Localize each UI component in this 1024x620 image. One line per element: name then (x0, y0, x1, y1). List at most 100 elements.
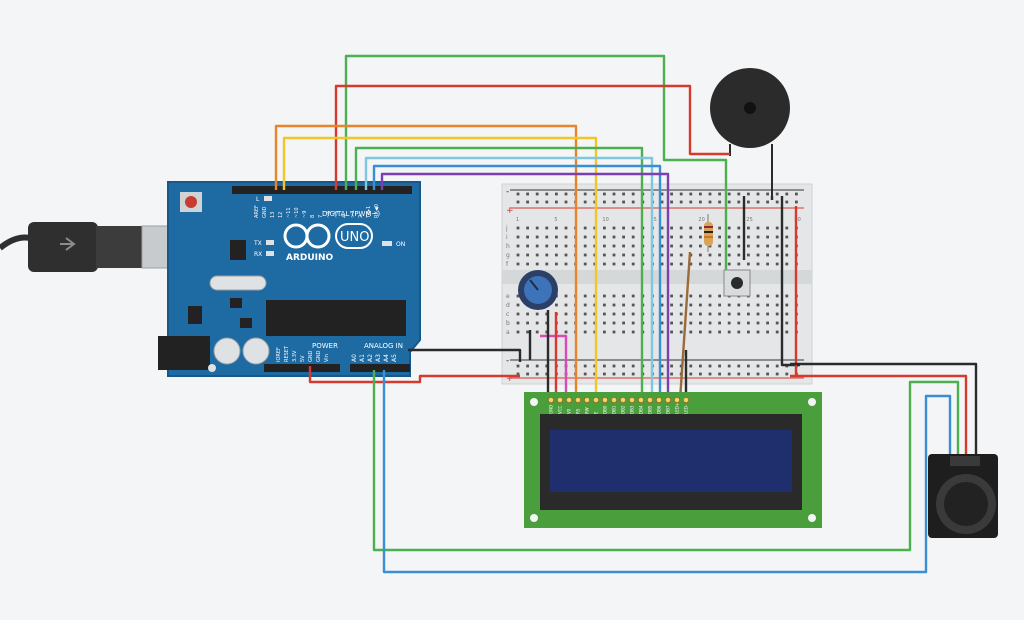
rail-hole[interactable] (718, 364, 721, 368)
hole[interactable] (631, 262, 635, 266)
hole[interactable] (679, 244, 683, 248)
rail-hole[interactable] (775, 192, 779, 196)
rail-hole[interactable] (670, 200, 673, 204)
rail-hole[interactable] (756, 364, 760, 368)
hole[interactable] (689, 312, 693, 316)
wire-red-buzzer[interactable] (334, 84, 730, 190)
hole[interactable] (718, 312, 721, 316)
hole[interactable] (670, 312, 673, 316)
lcd-pin[interactable] (556, 396, 564, 404)
hole[interactable] (747, 262, 750, 266)
hole[interactable] (545, 244, 549, 248)
rail-hole[interactable] (660, 364, 664, 368)
hole[interactable] (545, 253, 549, 257)
hole[interactable] (785, 244, 789, 248)
wire-red-5v[interactable] (308, 366, 520, 384)
hole[interactable] (535, 321, 539, 325)
hole[interactable] (583, 226, 587, 230)
hole[interactable] (679, 294, 683, 298)
rail-hole[interactable] (727, 192, 731, 196)
hole[interactable] (670, 226, 673, 230)
hole[interactable] (766, 321, 769, 325)
hole[interactable] (622, 294, 625, 298)
hole[interactable] (775, 262, 779, 266)
hole[interactable] (631, 235, 635, 239)
hole[interactable] (564, 303, 568, 307)
hole[interactable] (785, 294, 789, 298)
hole[interactable] (583, 253, 587, 257)
hole[interactable] (747, 312, 750, 316)
hole[interactable] (516, 303, 520, 307)
hole[interactable] (727, 303, 731, 307)
hole[interactable] (622, 321, 625, 325)
hole[interactable] (718, 330, 721, 334)
rail-hole[interactable] (545, 200, 549, 204)
hole[interactable] (737, 235, 741, 239)
hole[interactable] (766, 226, 769, 230)
rail-hole[interactable] (727, 364, 731, 368)
rail-hole[interactable] (747, 372, 750, 376)
hole[interactable] (631, 244, 635, 248)
rail-hole[interactable] (747, 200, 750, 204)
rail-hole[interactable] (727, 372, 731, 376)
rail-hole[interactable] (708, 372, 712, 376)
rail-hole[interactable] (612, 364, 616, 368)
hole[interactable] (766, 235, 769, 239)
rail-hole[interactable] (583, 364, 587, 368)
hole[interactable] (699, 330, 702, 334)
hole[interactable] (775, 244, 779, 248)
hole[interactable] (737, 321, 741, 325)
rail-hole[interactable] (526, 372, 529, 376)
rail-hole[interactable] (583, 372, 587, 376)
rail-hole[interactable] (603, 372, 606, 376)
hole[interactable] (747, 244, 750, 248)
hole[interactable] (775, 226, 779, 230)
rail-hole[interactable] (737, 364, 741, 368)
rail-hole[interactable] (766, 200, 769, 204)
hole[interactable] (660, 303, 664, 307)
rail-hole[interactable] (555, 192, 558, 196)
hole[interactable] (670, 330, 673, 334)
wires[interactable] (274, 54, 978, 574)
hole[interactable] (699, 321, 702, 325)
hole[interactable] (785, 262, 789, 266)
rail-hole[interactable] (545, 192, 549, 196)
rail-hole[interactable] (622, 192, 625, 196)
hole[interactable] (603, 253, 606, 257)
hole[interactable] (775, 253, 779, 257)
hole[interactable] (689, 262, 693, 266)
hole[interactable] (679, 253, 683, 257)
hole[interactable] (660, 312, 664, 316)
hole[interactable] (737, 330, 741, 334)
wire-black-gnd[interactable] (408, 348, 522, 362)
hole[interactable] (564, 321, 568, 325)
hole[interactable] (708, 253, 712, 257)
hole[interactable] (737, 312, 741, 316)
hole[interactable] (756, 262, 760, 266)
hole[interactable] (699, 235, 702, 239)
rail-hole[interactable] (795, 192, 798, 196)
rail-hole[interactable] (737, 192, 741, 196)
rail-hole[interactable] (708, 192, 712, 196)
hole[interactable] (631, 253, 635, 257)
hole[interactable] (603, 235, 606, 239)
hole[interactable] (516, 253, 520, 257)
hole[interactable] (516, 294, 520, 298)
hole[interactable] (679, 321, 683, 325)
rail-hole[interactable] (766, 372, 769, 376)
hole[interactable] (756, 226, 760, 230)
lcd-pin[interactable] (628, 396, 636, 404)
hole[interactable] (612, 253, 616, 257)
hole[interactable] (679, 312, 683, 316)
hole[interactable] (785, 303, 789, 307)
hole[interactable] (727, 321, 731, 325)
rail-hole[interactable] (564, 200, 568, 204)
hole[interactable] (708, 330, 712, 334)
hole[interactable] (545, 235, 549, 239)
rail-hole[interactable] (612, 200, 616, 204)
rail-hole[interactable] (526, 200, 529, 204)
hole[interactable] (699, 253, 702, 257)
hole[interactable] (603, 330, 606, 334)
hole[interactable] (766, 253, 769, 257)
